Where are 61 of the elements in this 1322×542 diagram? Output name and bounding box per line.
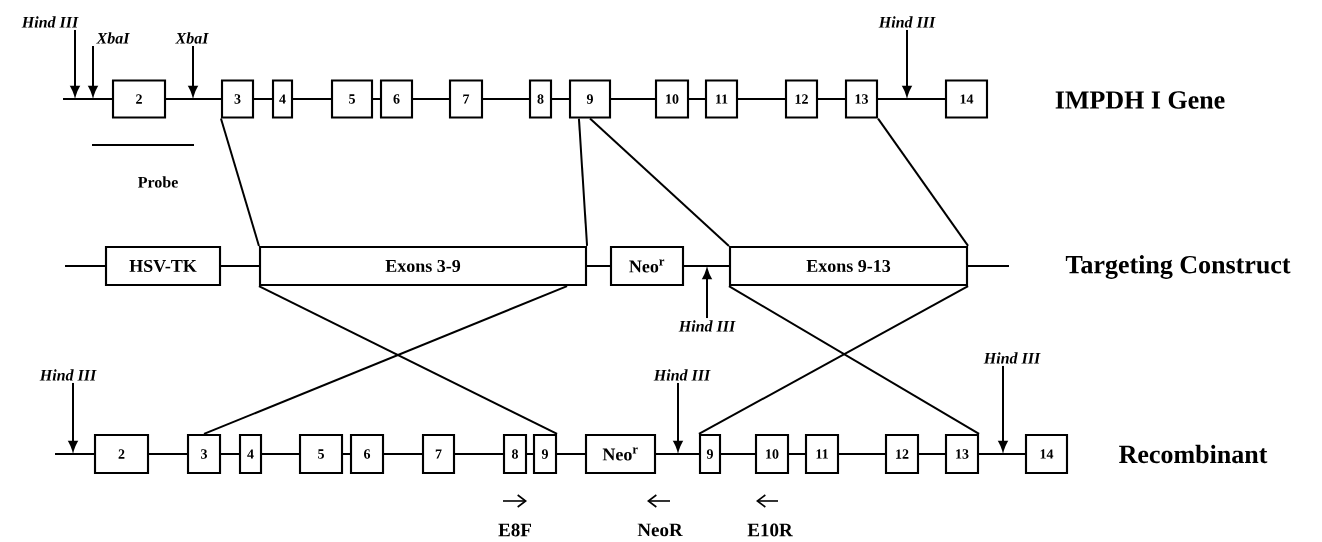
exon-box: 13 bbox=[944, 433, 980, 475]
exon-box: 10 bbox=[754, 433, 790, 475]
site-label: XbaI bbox=[175, 32, 209, 44]
site-label: Hind III bbox=[21, 16, 79, 28]
exon-box: 10 bbox=[654, 79, 690, 119]
site-label: Hind III bbox=[653, 369, 711, 381]
construct-box: Neo$^{r}$ bbox=[609, 245, 685, 287]
connector-line bbox=[577, 117, 589, 247]
exon-box: 13 bbox=[844, 79, 879, 119]
exon-box: 6 bbox=[379, 79, 414, 119]
row-title: IMPDH I Gene bbox=[1055, 91, 1225, 109]
exon-box: 11 bbox=[704, 79, 739, 119]
connector-line bbox=[257, 285, 559, 435]
cut-site-arrow bbox=[902, 28, 912, 97]
exon-box: 9 bbox=[698, 433, 722, 475]
exon-box: 7 bbox=[421, 433, 456, 475]
exon-box: 5 bbox=[298, 433, 344, 475]
cut-site-arrow bbox=[88, 44, 98, 97]
exon-box: 6 bbox=[349, 433, 385, 475]
row-title: Recombinant bbox=[1119, 444, 1268, 464]
exon-box: 7 bbox=[448, 79, 484, 119]
exon-box: 4 bbox=[271, 79, 294, 119]
cut-site-arrow bbox=[68, 381, 78, 452]
exon-box: Neo$^{r}$ bbox=[584, 433, 657, 475]
exon-box: 14 bbox=[1024, 433, 1069, 475]
exon-box: 12 bbox=[784, 79, 819, 119]
site-label: Hind III bbox=[39, 369, 97, 381]
construct-box: Exons 9-13 bbox=[728, 245, 969, 287]
exon-box: 3 bbox=[220, 79, 255, 119]
exon-box: 14 bbox=[944, 79, 989, 119]
exon-box: 2 bbox=[111, 79, 167, 119]
exon-box: 2 bbox=[93, 433, 150, 475]
cut-site-arrow bbox=[998, 364, 1008, 452]
exon-box: 3 bbox=[186, 433, 222, 475]
exon-box: 11 bbox=[804, 433, 840, 475]
site-label: Hind III bbox=[678, 320, 736, 332]
connector-line bbox=[877, 117, 970, 247]
site-label: Hind III bbox=[983, 352, 1041, 364]
primer-label: E10R bbox=[747, 523, 793, 537]
exon-box: 12 bbox=[884, 433, 920, 475]
row-title: Targeting Construct bbox=[1065, 255, 1291, 279]
cut-site-arrow bbox=[702, 268, 712, 320]
cut-site-arrow bbox=[188, 44, 198, 97]
exon-box: 4 bbox=[238, 433, 263, 475]
connector-line bbox=[589, 117, 730, 247]
construct-box: Exons 3-9 bbox=[258, 245, 588, 287]
probe-label: Probe bbox=[138, 176, 178, 188]
exon-box: 5 bbox=[330, 79, 374, 119]
site-label: XbaI bbox=[96, 32, 130, 44]
site-label: Hind III bbox=[878, 16, 936, 28]
cut-site-arrow bbox=[70, 28, 80, 97]
primer-label: NeoR bbox=[637, 523, 683, 537]
exon-box: 8 bbox=[528, 79, 553, 119]
exon-box: 9 bbox=[568, 79, 612, 119]
exon-box: 9 bbox=[532, 433, 558, 475]
cut-site-arrow bbox=[673, 381, 683, 452]
primer-label: E8F bbox=[498, 523, 531, 537]
connector-line bbox=[219, 117, 260, 247]
construct-box: HSV-TK bbox=[104, 245, 222, 287]
exon-box: 8 bbox=[502, 433, 528, 475]
connector-line bbox=[203, 285, 569, 435]
